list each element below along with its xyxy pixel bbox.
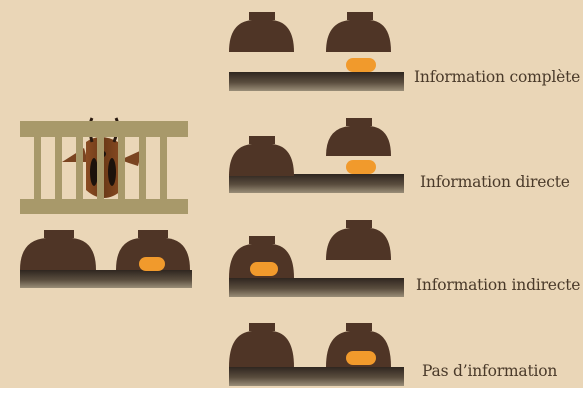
experiment-illustration [0, 0, 583, 388]
cage [20, 121, 188, 214]
condition-label-direct: Information directe [420, 173, 570, 191]
tray [20, 270, 192, 288]
bowl-right [116, 230, 190, 271]
bowl-left [20, 230, 96, 270]
condition-direct [229, 118, 404, 193]
page-margin-right [583, 0, 587, 396]
goat-in-cage [20, 118, 188, 214]
setup-apparatus [20, 230, 192, 288]
diagram-canvas: Information complète Information directe… [0, 0, 583, 388]
condition-label-none: Pas d’information [422, 362, 557, 380]
condition-indirect [229, 220, 404, 297]
reward [139, 257, 165, 271]
condition-none [229, 323, 404, 386]
condition-label-complete: Information complète [414, 68, 580, 86]
condition-complete [229, 12, 404, 91]
page-margin-bottom [0, 388, 587, 396]
condition-label-indirect: Information indirecte [416, 276, 580, 294]
